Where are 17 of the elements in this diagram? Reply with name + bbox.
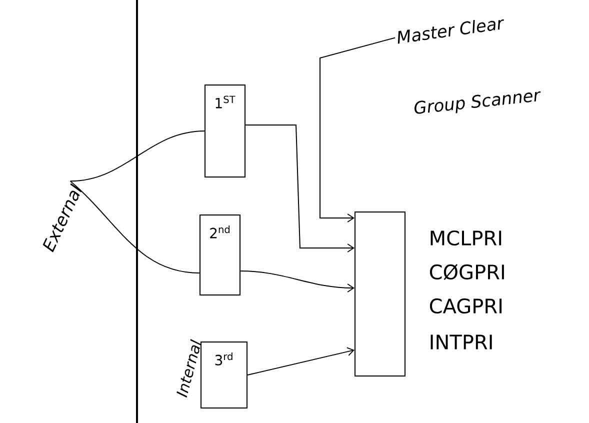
arrow bbox=[245, 124, 354, 252]
side-label: Internal bbox=[176, 339, 202, 398]
handwritten-label: Group Scanner bbox=[414, 91, 541, 114]
register-label: INTPRI bbox=[430, 334, 492, 350]
register-box: 3$^{rd}$ bbox=[200, 342, 248, 408]
scanner-box bbox=[354, 212, 406, 376]
connector-line bbox=[70, 180, 200, 274]
register-label: MCLPRI bbox=[430, 230, 502, 246]
register-box: 1$^{ST}$ bbox=[204, 84, 246, 178]
arrow bbox=[247, 347, 354, 376]
arrow bbox=[320, 37, 396, 222]
handwritten-label: Master Clear bbox=[398, 19, 504, 44]
arrow bbox=[240, 270, 354, 292]
connector-line bbox=[70, 130, 205, 182]
register-label: CAGPRI bbox=[430, 298, 502, 314]
register-box: 2$^{nd}$ bbox=[200, 214, 240, 296]
register-label: CØGPRI bbox=[430, 264, 504, 280]
